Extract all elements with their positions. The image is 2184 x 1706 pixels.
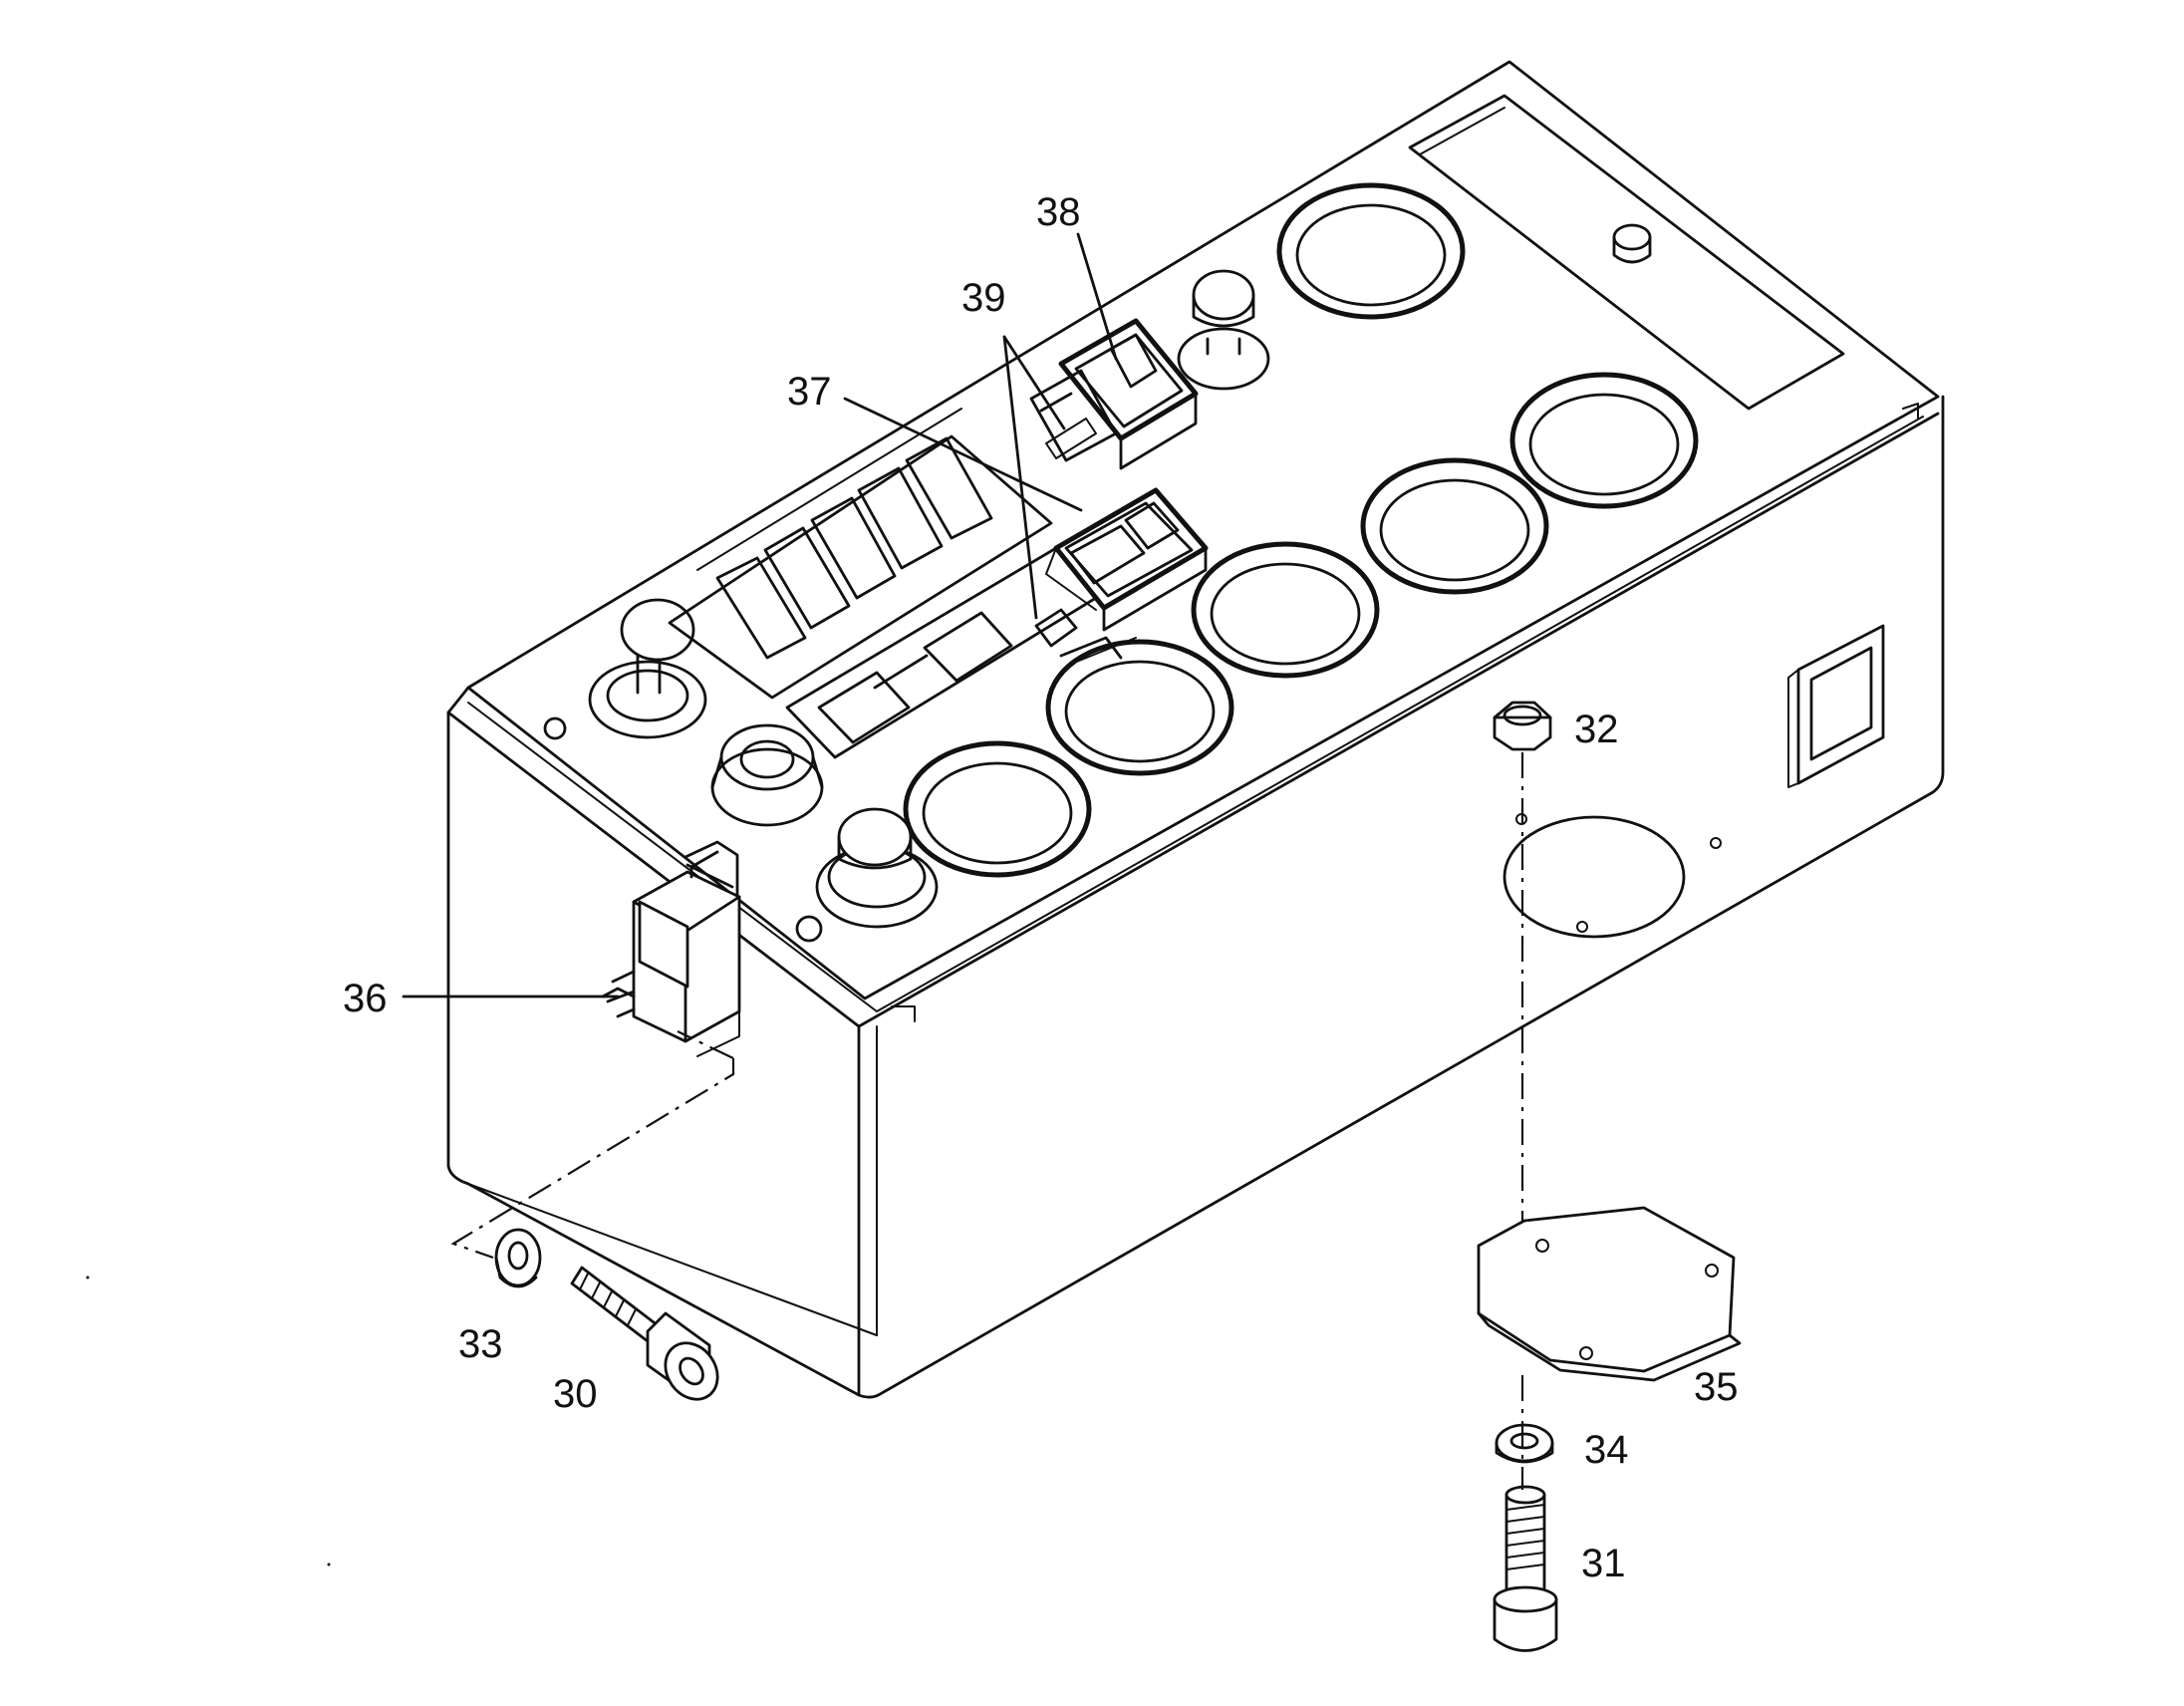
washer-34 bbox=[1495, 1423, 1554, 1464]
assembly-centerlines bbox=[450, 752, 1524, 1490]
cover-plate-35 bbox=[1477, 1206, 1742, 1382]
side-window bbox=[1787, 624, 1885, 788]
top-plate bbox=[1408, 94, 1845, 411]
callout-37: 37 bbox=[787, 370, 832, 414]
callout-33: 33 bbox=[458, 1322, 503, 1366]
callout-38: 38 bbox=[1036, 190, 1081, 234]
callout-30: 30 bbox=[553, 1372, 598, 1416]
leader-lines bbox=[402, 232, 1118, 998]
rocker-switch-38 bbox=[1029, 318, 1199, 470]
knob-front bbox=[815, 807, 939, 929]
callout-36: 36 bbox=[343, 977, 388, 1020]
side-access-opening bbox=[1502, 813, 1722, 939]
stray-marks bbox=[86, 1276, 331, 1566]
rocker-switch-panel bbox=[668, 408, 1053, 700]
callout-39: 39 bbox=[961, 276, 1006, 320]
knob-top bbox=[1177, 269, 1270, 391]
nut-32 bbox=[1493, 701, 1552, 751]
callout-32: 32 bbox=[1574, 708, 1619, 751]
washer-33 bbox=[494, 1228, 542, 1288]
gauge-rings bbox=[903, 182, 1699, 878]
callout-34: 34 bbox=[1584, 1428, 1629, 1472]
bolt-31 bbox=[1493, 1485, 1558, 1652]
relay-36 bbox=[601, 840, 741, 1057]
knob-round bbox=[710, 723, 824, 827]
joystick bbox=[588, 598, 707, 739]
bolt-30 bbox=[570, 1266, 719, 1401]
rocker-switch-37 bbox=[1045, 487, 1209, 632]
top-mounting-holes bbox=[543, 716, 823, 943]
connector-39 bbox=[1034, 608, 1137, 664]
callout-31: 31 bbox=[1581, 1542, 1626, 1585]
callout-labels: 38 39 37 36 32 33 30 35 34 31 bbox=[343, 190, 1739, 1585]
callout-35: 35 bbox=[1694, 1365, 1739, 1409]
